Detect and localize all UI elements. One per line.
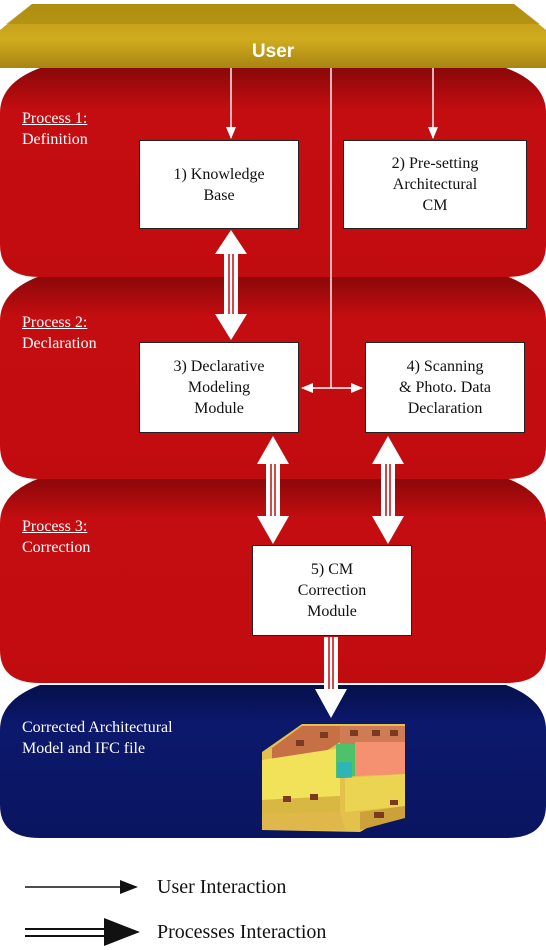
process-3-subtitle: Correction (22, 539, 91, 556)
legend-processes-interaction: Processes Interaction (157, 921, 327, 943)
kb-declarative-arrow (215, 230, 247, 340)
process-1-subtitle: Definition (22, 131, 88, 148)
declarative-correction-arrow (257, 436, 289, 544)
process-3-title: Process 3: (22, 518, 88, 535)
process-2-label: Process 2: Declaration (22, 312, 97, 354)
user-interaction-arrows (226, 68, 438, 393)
legend-arrows (25, 880, 140, 946)
scanning-box: 4) Scanning & Photo. Data Declaration (365, 342, 525, 433)
building-model-image (262, 724, 405, 832)
knowledge-base-box: 1) Knowledge Base (139, 140, 299, 229)
declarative-modeling-box: 3) Declarative Modeling Module (139, 342, 299, 433)
process-2-subtitle: Declaration (22, 335, 97, 352)
process-arrows (215, 230, 404, 718)
process-1-title: Process 1: (22, 110, 88, 127)
correction-module-box: 5) CM Correction Module (252, 545, 412, 636)
correction-output-arrow (315, 637, 347, 718)
output-label: Corrected Architectural Model and IFC fi… (22, 719, 173, 757)
scanning-correction-arrow (372, 436, 404, 544)
legend-user-interaction: User Interaction (157, 876, 287, 898)
process-3-label: Process 3: Correction (22, 516, 90, 558)
process-2-title: Process 2: (22, 314, 88, 331)
user-label: User (251, 41, 295, 62)
presetting-box: 2) Pre-setting Architectural CM (343, 140, 527, 229)
process-1-label: Process 1: Definition (22, 108, 88, 150)
